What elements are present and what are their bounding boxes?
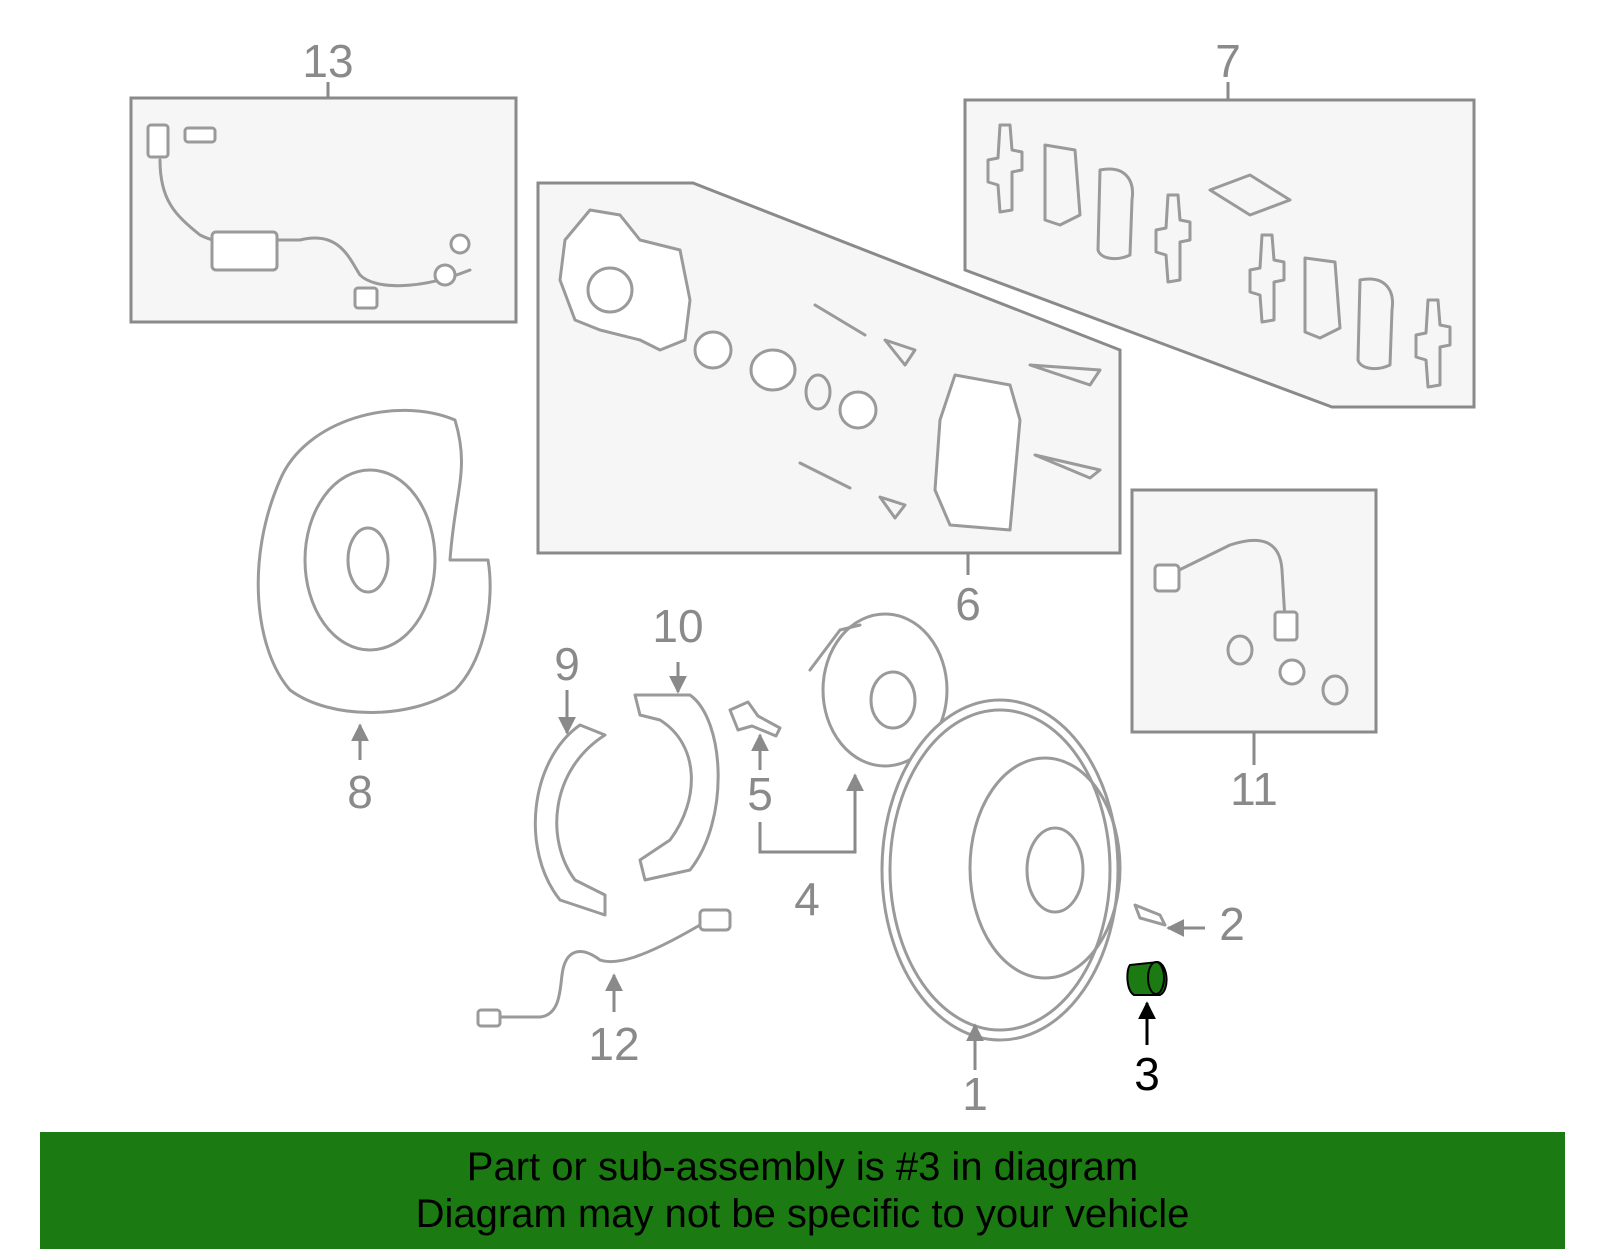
part-13-abs-sensor-group[interactable] <box>129 82 518 324</box>
part-8-splash-shield[interactable] <box>256 408 492 760</box>
callout-9: 9 <box>554 638 580 690</box>
callout-5: 5 <box>747 768 773 820</box>
callout-6: 6 <box>955 578 981 630</box>
callout-1: 1 <box>962 1068 988 1120</box>
callout-8: 8 <box>347 766 373 818</box>
banner-line-disclaimer: Diagram may not be specific to your vehi… <box>415 1192 1190 1236</box>
part-9-parking-shoe[interactable] <box>533 690 607 917</box>
part-10-parking-shoe[interactable] <box>633 662 720 882</box>
part-1-brake-rotor[interactable] <box>880 698 1122 1070</box>
part-2-rotor-screw[interactable] <box>1133 903 1205 937</box>
part-12-sensor-cable[interactable] <box>476 908 732 1028</box>
callout-10: 10 <box>652 600 703 652</box>
callout-13: 13 <box>302 35 353 87</box>
part-7-pad-set-group[interactable] <box>963 82 1476 409</box>
info-banner: Part or sub-assembly is #3 in diagram Di… <box>40 1132 1565 1249</box>
part-6-caliper-group[interactable] <box>536 181 1122 575</box>
callout-12: 12 <box>588 1018 639 1070</box>
callout-7: 7 <box>1215 35 1241 87</box>
banner-line-part-number: Part or sub-assembly is #3 in diagram <box>466 1145 1139 1189</box>
callout-2: 2 <box>1219 898 1245 950</box>
part-5-hub-bolt[interactable] <box>728 700 782 770</box>
part-11-brake-hose-group[interactable] <box>1130 488 1378 765</box>
callout-4: 4 <box>794 873 820 925</box>
part-4-hub-bearing[interactable] <box>758 612 949 854</box>
callout-11: 11 <box>1230 763 1278 815</box>
callout-3: 3 <box>1134 1048 1160 1100</box>
part-3-highlighted[interactable] <box>1126 960 1168 1045</box>
